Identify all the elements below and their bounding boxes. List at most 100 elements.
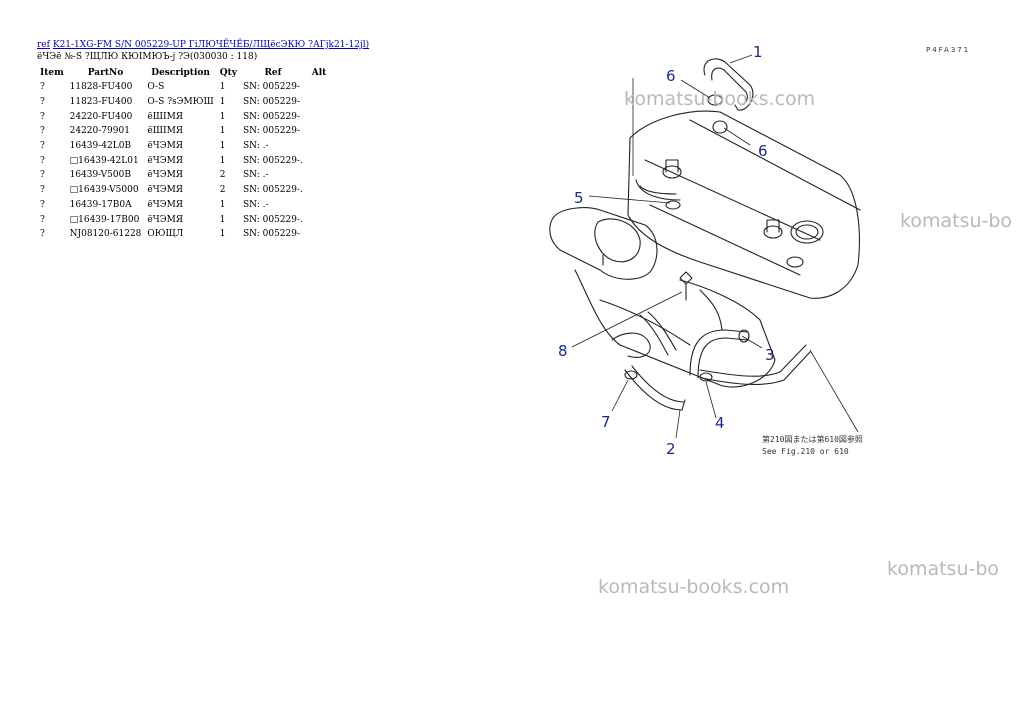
qty-cell: 1 <box>219 126 226 137</box>
qty-cell: 1 <box>219 229 226 240</box>
item-cell: ? <box>40 97 45 108</box>
callout-8: 8 <box>558 342 568 360</box>
qty-cell: 1 <box>219 97 226 108</box>
qty-cell: 1 <box>219 111 226 122</box>
description-cell: ОЮЩЛ <box>147 229 184 240</box>
col-description-header: Description <box>151 68 210 78</box>
callout-1: 1 <box>753 43 763 61</box>
see-figure-note-jp: 第210図または第610図参照 <box>762 434 863 444</box>
partno-cell: NJ08120-61228 <box>69 229 142 240</box>
ref-link[interactable]: ref <box>37 40 50 50</box>
item-cell: ? <box>40 141 45 152</box>
alt-cell <box>306 80 332 95</box>
alt-cell <box>306 227 332 242</box>
ref-cell: SN: 005229- <box>243 126 301 137</box>
callout-7: 7 <box>601 413 611 431</box>
description-cell: ёЧЭМЯ <box>147 185 184 196</box>
item-cell: ? <box>40 199 45 210</box>
partno-cell: 16439-42L0B <box>69 141 132 152</box>
qty-cell: 1 <box>219 214 226 225</box>
partno-cell: 16439-V500B <box>69 170 131 181</box>
item-cell: ? <box>40 170 45 181</box>
description-cell: ёЧЭМЯ <box>147 199 184 210</box>
table-row[interactable]: ? □16439-V5000 ёЧЭМЯ 2 SN: 005229-. <box>37 183 332 198</box>
page-subtitle: ёЧЭё №-S ?ЩЛЮ КЮIМЮЪ-j ?Э(030030 : 118) <box>37 52 258 62</box>
ref-cell: SN: 005229-. <box>243 214 303 225</box>
ref-cell: SN: .- <box>243 170 269 181</box>
partno-cell: 11823-FU400 <box>69 97 133 108</box>
item-cell: ? <box>40 126 45 137</box>
callout-4: 4 <box>715 414 725 432</box>
table-header-row: Item PartNo Description Qty Ref Alt <box>37 66 332 80</box>
page-id: P4FA371 <box>926 46 971 54</box>
table-row[interactable]: ? 16439-V500B ёЧЭМЯ 2 SN: .- <box>37 168 332 183</box>
description-cell: ёЧЭМЯ <box>147 214 184 225</box>
item-cell: ? <box>40 185 45 196</box>
partno-cell: 11828-FU400 <box>69 82 133 93</box>
see-figure-note-en: See Fig.210 or 610 <box>762 447 849 456</box>
ref-cell: SN: 005229- <box>243 111 301 122</box>
ref-cell: SN: 005229- <box>243 97 301 108</box>
qty-cell: 1 <box>219 155 226 166</box>
table-row[interactable]: ? 24220-79901 ёШIМЯ 1 SN: 005229- <box>37 124 332 139</box>
callout-2: 2 <box>666 440 676 458</box>
watermark: komatsu-books.com <box>624 88 816 110</box>
ref-cell: SN: .- <box>243 199 269 210</box>
col-partno-header: PartNo <box>87 68 124 78</box>
partno-cell: □16439-42L01 <box>69 155 139 166</box>
alt-cell <box>306 109 332 124</box>
parts-table: Item PartNo Description Qty Ref Alt ? 118… <box>37 66 332 242</box>
item-cell: ? <box>40 214 45 225</box>
qty-cell: 2 <box>219 170 226 181</box>
alt-cell <box>306 139 332 154</box>
qty-cell: 1 <box>219 199 226 210</box>
partno-cell: □16439-V5000 <box>69 185 139 196</box>
qty-cell: 1 <box>219 82 226 93</box>
table-row[interactable]: ? 11828-FU400 O-S 1 SN: 005229- <box>37 80 332 95</box>
col-item-header: Item <box>40 68 64 78</box>
model-title-link[interactable]: K21-1XG-FM S/N 005229-UP ГiЛЮЧЁЧЁБ/ЛЩёсЭ… <box>52 40 370 50</box>
alt-cell <box>306 95 332 110</box>
description-cell: ёЧЭМЯ <box>147 170 184 181</box>
ref-cell: SN: 005229-. <box>243 185 303 196</box>
item-cell: ? <box>40 155 45 166</box>
partno-cell: 24220-FU400 <box>69 111 133 122</box>
description-cell: ёЧЭМЯ <box>147 155 184 166</box>
alt-cell <box>306 212 332 227</box>
callout-3: 3 <box>765 346 775 364</box>
ref-cell: SN: .- <box>243 141 269 152</box>
col-alt-header: Alt <box>311 68 327 78</box>
table-row[interactable]: ? 11823-FU400 O-S ?sЭМЮШ 1 SN: 005229- <box>37 95 332 110</box>
description-cell: ёШIМЯ <box>147 111 184 122</box>
table-row[interactable]: ? □16439-17B00 ёЧЭМЯ 1 SN: 005229-. <box>37 212 332 227</box>
qty-cell: 2 <box>219 185 226 196</box>
callout-6-top: 6 <box>666 67 676 85</box>
callout-5: 5 <box>574 189 584 207</box>
table-row[interactable]: ? 16439-17B0A ёЧЭМЯ 1 SN: .- <box>37 198 332 213</box>
description-cell: O-S <box>147 82 165 93</box>
partno-cell: 16439-17B0A <box>69 199 132 210</box>
item-cell: ? <box>40 229 45 240</box>
ref-cell: SN: 005229- <box>243 82 301 93</box>
alt-cell <box>306 168 332 183</box>
table-row[interactable]: ? □16439-42L01 ёЧЭМЯ 1 SN: 005229-. <box>37 153 332 168</box>
table-row[interactable]: ? 24220-FU400 ёШIМЯ 1 SN: 005229- <box>37 109 332 124</box>
col-qty-header: Qty <box>219 68 237 78</box>
alt-cell <box>306 153 332 168</box>
partno-cell: □16439-17B00 <box>69 214 140 225</box>
description-cell: ёШIМЯ <box>147 126 184 137</box>
ref-cell: SN: 005229-. <box>243 155 303 166</box>
engine-hose-diagram: 1 2 3 4 5 6 6 7 8 第210図または第610図参照 See Fi… <box>549 43 863 458</box>
item-cell: ? <box>40 82 45 93</box>
description-cell: O-S ?sЭМЮШ <box>147 97 214 108</box>
item-cell: ? <box>40 111 45 122</box>
qty-cell: 1 <box>219 141 226 152</box>
breadcrumb: ref K21-1XG-FM S/N 005229-UP ГiЛЮЧЁЧЁБ/Л… <box>37 40 369 51</box>
callout-6-bottom: 6 <box>758 142 768 160</box>
alt-cell <box>306 124 332 139</box>
watermark: komatsu-books.com <box>598 576 790 598</box>
col-ref-header: Ref <box>264 68 282 78</box>
partno-cell: 24220-79901 <box>69 126 130 137</box>
